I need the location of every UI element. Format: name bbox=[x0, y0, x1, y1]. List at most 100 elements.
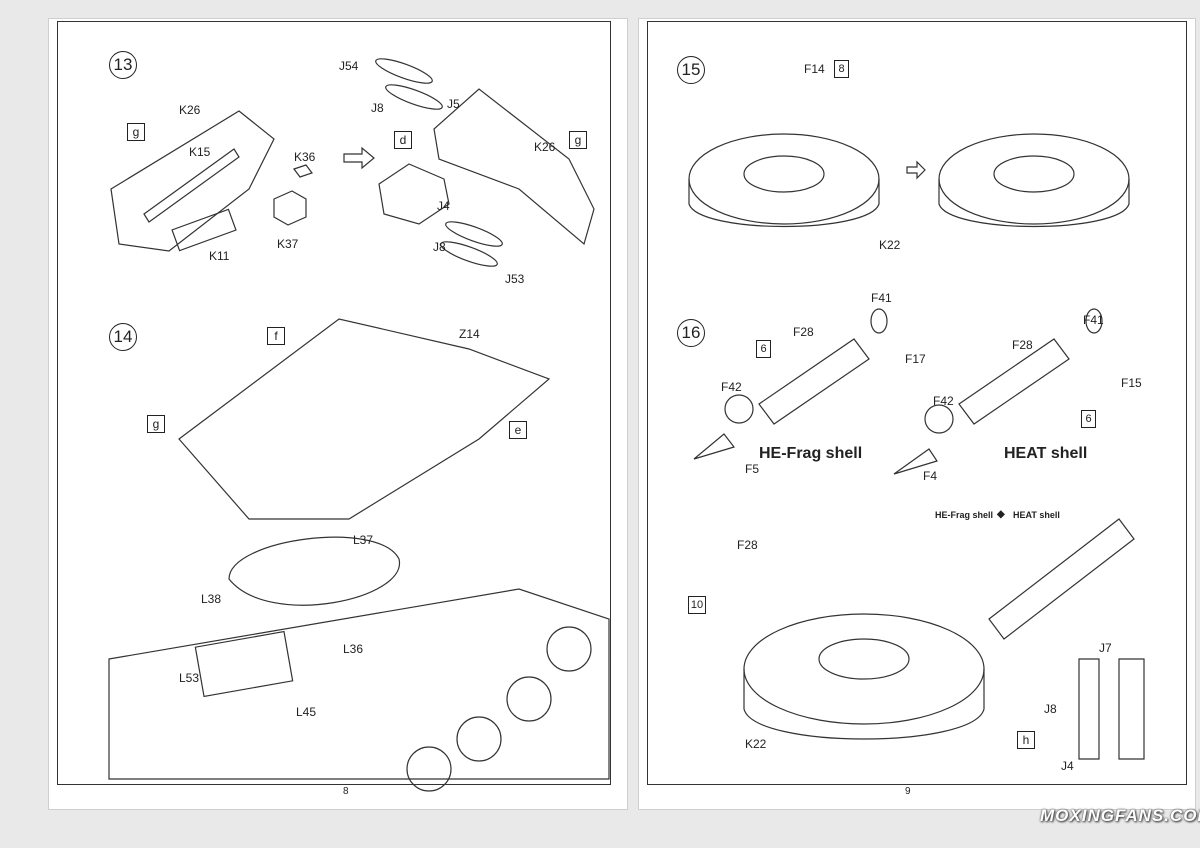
subassembly-box: f bbox=[267, 327, 285, 345]
shell-insert bbox=[988, 518, 1135, 640]
turret-ring-drawing bbox=[178, 318, 551, 520]
step-14-number: 14 bbox=[109, 323, 137, 351]
paint-code: 10 bbox=[688, 596, 706, 614]
loaded-ring-k22-base bbox=[743, 669, 985, 740]
shell-j7 bbox=[1118, 658, 1145, 760]
part-label: J8 bbox=[1044, 702, 1057, 716]
part-label: F41 bbox=[871, 291, 892, 305]
part-label: K36 bbox=[294, 150, 316, 164]
part-label: F17 bbox=[905, 352, 926, 366]
shell-j4 bbox=[445, 221, 503, 247]
part-label: J4 bbox=[437, 199, 450, 213]
ammo-box-l45 bbox=[194, 630, 294, 698]
part-label: K11 bbox=[209, 249, 230, 263]
projectile-f5 bbox=[693, 433, 736, 460]
watermark: MOXINGFANS.COM bbox=[1040, 806, 1200, 825]
part-label: L38 bbox=[201, 592, 222, 606]
right-panel-drawing bbox=[433, 88, 595, 246]
part-label: K26 bbox=[179, 103, 201, 117]
hull-drawing bbox=[108, 588, 610, 780]
part-label: L45 bbox=[296, 705, 317, 719]
shell-cap-f41 bbox=[870, 308, 888, 334]
page-frame bbox=[57, 21, 611, 785]
he-frag-shell-title: HE-Frag shell bbox=[759, 445, 863, 462]
shell-j8 bbox=[1078, 658, 1100, 760]
part-label: F28 bbox=[1012, 338, 1033, 352]
wheel-2 bbox=[506, 676, 552, 722]
part-label: F42 bbox=[721, 380, 742, 394]
wheel-4 bbox=[406, 746, 452, 792]
subassembly-box: e bbox=[509, 421, 527, 439]
he-frag-shell-body bbox=[758, 338, 870, 425]
shell-j8-bottom bbox=[440, 241, 498, 267]
ammo-ring-k22 bbox=[688, 133, 880, 225]
part-label: J4 bbox=[1061, 759, 1074, 773]
legend-he-frag: HE-Frag shell bbox=[935, 510, 994, 520]
k36-part bbox=[293, 164, 313, 178]
subassembly-box: g bbox=[569, 131, 587, 149]
k37-part bbox=[273, 190, 307, 226]
heat-shell-body bbox=[958, 338, 1070, 425]
subassembly-box: d bbox=[394, 131, 412, 149]
paint-code: 6 bbox=[1081, 410, 1096, 428]
ammo-ring-k22-inner bbox=[743, 155, 825, 193]
paint-code: 6 bbox=[756, 340, 771, 358]
part-label: K15 bbox=[189, 145, 211, 159]
part-label: F5 bbox=[745, 462, 760, 476]
ammo-ring-assembled bbox=[938, 133, 1130, 225]
step-16-number: 16 bbox=[677, 319, 705, 347]
loaded-ring-k22-inner bbox=[818, 638, 910, 680]
part-label: F28 bbox=[793, 325, 814, 339]
wheel-1 bbox=[546, 626, 592, 672]
step-arrow bbox=[906, 160, 926, 180]
side-panel-drawing bbox=[110, 110, 275, 252]
step-15-number: 15 bbox=[677, 56, 705, 84]
ammo-ring-assembled-inner bbox=[993, 155, 1075, 193]
legend-heat: HEAT shell bbox=[1013, 510, 1060, 520]
part-label: J54 bbox=[339, 59, 359, 73]
part-label: F41 bbox=[1083, 313, 1104, 327]
shell-cap-f41b bbox=[1085, 308, 1103, 334]
shell-j8-top bbox=[385, 84, 443, 110]
part-label: K22 bbox=[745, 737, 767, 751]
part-label: L36 bbox=[343, 642, 364, 656]
ammo-ring-assembled-base bbox=[938, 179, 1130, 228]
turret-part-d bbox=[378, 163, 450, 225]
legend-swap-icon: ◆ bbox=[997, 509, 1005, 520]
part-label: L53 bbox=[179, 671, 200, 685]
step-arrow bbox=[343, 146, 375, 170]
page-number: 9 bbox=[905, 786, 911, 797]
left-page-drawings bbox=[108, 58, 610, 792]
subassembly-box: h bbox=[1017, 731, 1035, 749]
part-label: J53 bbox=[505, 272, 525, 286]
part-label: J7 bbox=[1099, 641, 1112, 655]
instruction-page-8: 13 K26 K15 K36 K37 K11 J54 J8 J5 K26 J4 … bbox=[48, 18, 628, 810]
right-page-drawings bbox=[688, 133, 1145, 760]
part-label: K22 bbox=[879, 238, 901, 252]
heat-shell-title: HEAT shell bbox=[1004, 445, 1088, 462]
charge-f42 bbox=[724, 394, 754, 424]
ammo-ring-k22-base bbox=[688, 179, 880, 228]
part-label: K37 bbox=[277, 237, 299, 251]
part-label: F28 bbox=[737, 538, 758, 552]
charge-f42b bbox=[924, 404, 954, 434]
page-frame bbox=[647, 21, 1187, 785]
part-label: K26 bbox=[534, 140, 556, 154]
part-label: J8 bbox=[433, 240, 446, 254]
part-label: L37 bbox=[353, 533, 374, 547]
part-label: Z14 bbox=[459, 327, 480, 341]
projectile-f4 bbox=[893, 448, 938, 475]
part-label: J8 bbox=[371, 101, 384, 115]
page-number: 8 bbox=[343, 786, 349, 797]
ammo-ring-drawing bbox=[228, 536, 400, 606]
instruction-page-9: 15 F14 8 K22 16 F41 F28 F17 F42 F5 F41 F… bbox=[638, 18, 1196, 810]
loaded-ring-k22 bbox=[743, 613, 985, 725]
subassembly-box: g bbox=[147, 415, 165, 433]
step-13-number: 13 bbox=[109, 51, 137, 79]
part-label: F4 bbox=[923, 469, 938, 483]
part-label: F15 bbox=[1121, 376, 1142, 390]
paint-code: 8 bbox=[834, 60, 849, 78]
part-label: J5 bbox=[447, 97, 460, 111]
rack-drawing bbox=[143, 148, 240, 223]
box-part-k11 bbox=[171, 208, 237, 252]
